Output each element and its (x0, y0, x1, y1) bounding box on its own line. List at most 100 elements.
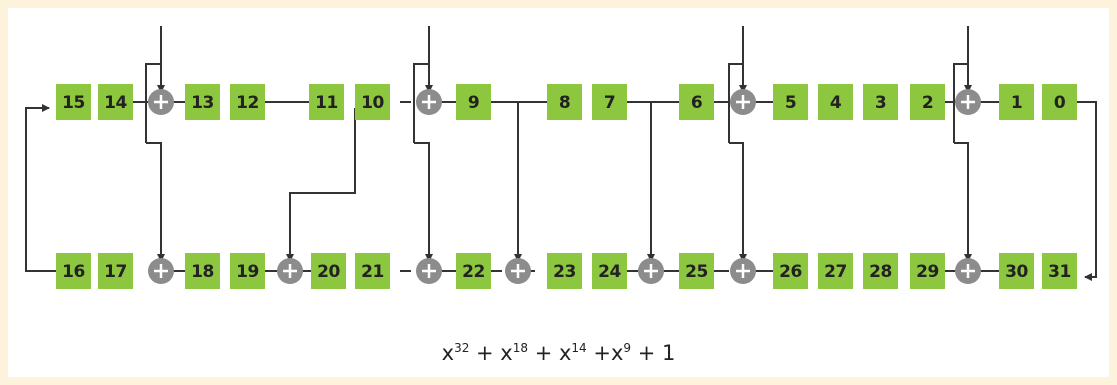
register-box (592, 253, 627, 289)
register-box (863, 253, 898, 289)
register-label: 14 (104, 93, 127, 113)
bypass-3 (728, 63, 743, 143)
register-label: 21 (361, 262, 384, 282)
register-box (185, 253, 220, 289)
register-box (910, 84, 945, 120)
xor-icon (730, 89, 756, 115)
formula-operator: + (631, 341, 662, 365)
tap-arrow-2 (414, 142, 433, 262)
formula-term-base: x (441, 341, 455, 365)
register-bottom-3: 19 (230, 253, 265, 289)
register-box (1042, 84, 1077, 120)
plus-sign (736, 264, 750, 278)
register-bottom-4: 20 (311, 253, 346, 289)
register-label: 17 (104, 262, 127, 282)
register-top-9: 6 (679, 84, 714, 120)
xor-icon (148, 89, 174, 115)
plus-sign (422, 95, 436, 109)
register-box (863, 84, 898, 120)
register-box (773, 253, 808, 289)
tap-arrow-3 (729, 142, 747, 262)
formula-term-exponent: 18 (512, 341, 529, 355)
formula-term-base: x (610, 341, 624, 365)
register-bottom-15: 31 (1042, 253, 1077, 289)
wires (25, 26, 1097, 281)
register-box (311, 253, 346, 289)
xor-gates (148, 89, 981, 284)
register-top-7: 8 (547, 84, 582, 120)
tap-arrow-1 (146, 142, 165, 262)
formula-operator: + (586, 341, 611, 365)
formula-term-exponent: 14 (571, 341, 587, 355)
register-label: 28 (869, 262, 892, 282)
bypass-4 (953, 63, 968, 143)
register-box (230, 253, 265, 289)
polynomial-formula: x32 + x18 + x14 +x9 + 1 (8, 341, 1109, 365)
register-label: 23 (553, 262, 576, 282)
register-box (999, 253, 1034, 289)
xor-icon (638, 258, 664, 284)
register-top-8: 7 (592, 84, 627, 120)
register-label: 7 (604, 93, 615, 113)
register-box (456, 253, 491, 289)
register-top-3: 12 (230, 84, 265, 120)
register-label: 0 (1054, 93, 1066, 113)
register-label: 13 (191, 93, 214, 113)
register-label: 31 (1048, 262, 1071, 282)
register-box (910, 253, 945, 289)
register-box (56, 253, 91, 289)
register-label: 6 (691, 93, 702, 113)
register-bottom-8: 24 (592, 253, 627, 289)
register-box (185, 84, 220, 120)
register-top-14: 1 (999, 84, 1034, 120)
register-bottom-11: 27 (818, 253, 853, 289)
register-bottom-0: 16 (56, 253, 91, 289)
register-label: 5 (785, 93, 796, 113)
register-box (355, 84, 390, 120)
register-top-0: 15 (56, 84, 91, 120)
plus-sign (961, 264, 975, 278)
register-box (592, 84, 627, 120)
register-bottom-13: 29 (910, 253, 945, 289)
plus-sign (511, 264, 525, 278)
register-label: 27 (824, 262, 847, 282)
register-label: 30 (1005, 262, 1028, 282)
plus-sign (736, 95, 750, 109)
register-box (1042, 253, 1077, 289)
register-top-15: 0 (1042, 84, 1077, 120)
register-box (679, 253, 714, 289)
bypass-1 (145, 63, 161, 143)
loop-right-arrow (1077, 101, 1097, 281)
register-label: 4 (830, 93, 842, 113)
register-top-11: 4 (818, 84, 853, 120)
register-label: 2 (922, 93, 933, 113)
register-bottom-14: 30 (999, 253, 1034, 289)
xor-icon (416, 89, 442, 115)
xor-icon (955, 89, 981, 115)
register-label: 24 (598, 262, 621, 282)
register-box (56, 84, 91, 120)
register-bottom-7: 23 (547, 253, 582, 289)
xor-icon (730, 258, 756, 284)
register-box (818, 84, 853, 120)
register-bottom-2: 18 (185, 253, 220, 289)
register-label: 9 (468, 93, 479, 113)
formula-term-base: 1 (662, 341, 676, 365)
formula-term-base: x (558, 341, 572, 365)
register-top-12: 3 (863, 84, 898, 120)
register-box (547, 253, 582, 289)
register-box (98, 253, 133, 289)
tap-arrow-4 (954, 142, 972, 262)
register-bottom-6: 22 (456, 253, 491, 289)
register-box (98, 84, 133, 120)
register-box (456, 84, 491, 120)
plus-sign (644, 264, 658, 278)
formula-term-exponent: 32 (454, 341, 470, 355)
register-top-10: 5 (773, 84, 808, 120)
register-box (773, 84, 808, 120)
register-box (547, 84, 582, 120)
register-label: 22 (462, 262, 485, 282)
